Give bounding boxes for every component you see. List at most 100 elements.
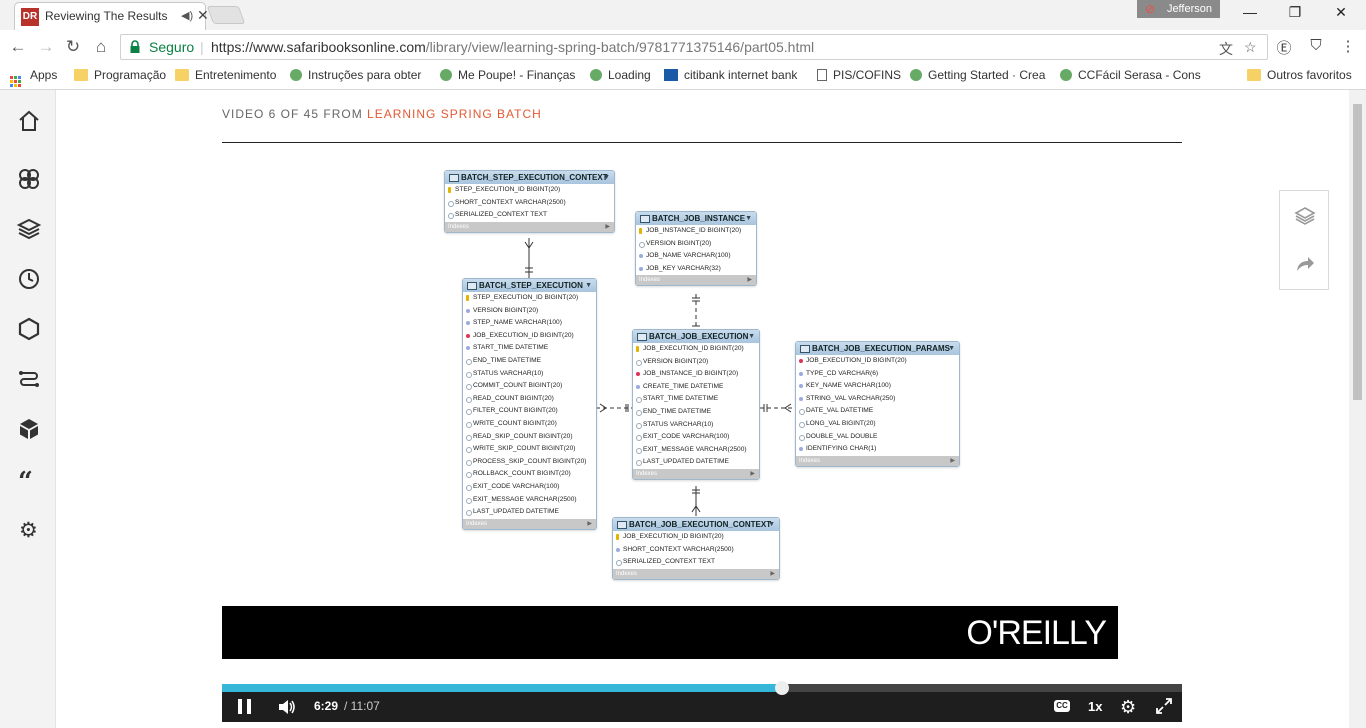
- bookmark-item[interactable]: Entretenimento: [175, 68, 276, 82]
- new-tab-button[interactable]: [206, 6, 246, 24]
- bookmark-item[interactable]: CCFácil Serasa - Cons: [1060, 68, 1201, 82]
- erd-column: START_TIME DATETIME: [463, 342, 596, 355]
- erd-column: KEY_NAME VARCHAR(100): [796, 380, 959, 393]
- progress-knob[interactable]: [775, 681, 789, 695]
- erd-column: VERSION BIGINT(20): [463, 305, 596, 318]
- indexes-row: Indexes: [445, 221, 614, 232]
- bookmark-item[interactable]: Loading: [590, 68, 651, 82]
- settings-nav-icon[interactable]: ⚙: [16, 516, 42, 542]
- current-time: 6:29: [314, 699, 339, 713]
- browser-tab-bar: DR Reviewing The Results ◀) ✕ ⊘ Jefferso…: [0, 0, 1366, 30]
- erd-table: BATCH_STEP_EXECUTION▼STEP_EXECUTION_ID B…: [462, 278, 597, 530]
- back-icon[interactable]: ←: [9, 37, 27, 56]
- pause-icon[interactable]: [238, 699, 252, 714]
- erd-column: LAST_UPDATED DATETIME: [633, 456, 759, 469]
- bookmark-item[interactable]: citibank internet bank: [664, 68, 797, 82]
- bookmark-item[interactable]: Instruções para obter: [290, 68, 421, 82]
- erd-column: STEP_NAME VARCHAR(100): [463, 317, 596, 330]
- table-dropdown-icon: ▼: [748, 333, 755, 340]
- forward-icon[interactable]: →: [37, 37, 55, 56]
- address-bar[interactable]: Seguro | https://www.safaribooksonline.c…: [120, 34, 1268, 60]
- bookmark-label: Outros favoritos: [1267, 68, 1352, 82]
- erd-column: LONG_VAL BIGINT(20): [796, 418, 959, 431]
- folder-icon: [74, 69, 88, 81]
- oreilly-logo: O'REILLY: [966, 614, 1107, 652]
- paths-nav-icon[interactable]: [16, 366, 42, 392]
- layers-nav-icon[interactable]: [16, 216, 42, 242]
- url-text[interactable]: https://www.safaribooksonline.com/librar…: [211, 39, 815, 55]
- home-icon[interactable]: ⌂: [95, 37, 107, 56]
- erd-column: JOB_INSTANCE_ID BIGINT(20): [636, 225, 756, 238]
- site-icon: [1060, 69, 1072, 81]
- share-icon[interactable]: [1294, 253, 1316, 275]
- bookmark-item[interactable]: Me Poupe! - Finanças: [440, 68, 575, 82]
- close-window-button[interactable]: ✕: [1335, 4, 1347, 20]
- progress-bar[interactable]: [222, 681, 1182, 695]
- video-header: VIDEO 6 OF 45 FROM LEARNING SPRING BATCH: [222, 107, 542, 121]
- tab-audio-icon[interactable]: ◀): [181, 10, 194, 22]
- table-dropdown-icon: ▼: [585, 282, 592, 289]
- profile-button[interactable]: ⊘ Jefferson: [1137, 0, 1220, 18]
- erd-column: ROLLBACK_COUNT BIGINT(20): [463, 468, 596, 481]
- erd-column: WRITE_COUNT BIGINT(20): [463, 418, 596, 431]
- erd-column: TYPE_CD VARCHAR(6): [796, 368, 959, 381]
- extension-e-icon[interactable]: Ⓔ: [1276, 40, 1292, 57]
- bookmark-item[interactable]: Programação: [74, 68, 166, 82]
- address-separator: |: [200, 39, 204, 55]
- page-icon: [817, 69, 827, 81]
- erd-column: JOB_KEY VARCHAR(32): [636, 263, 756, 276]
- reload-icon[interactable]: ↻: [65, 37, 81, 56]
- restore-button[interactable]: ❐: [1288, 4, 1302, 20]
- site-icon: [910, 69, 922, 81]
- chrome-menu-icon[interactable]: ⋮: [1340, 38, 1356, 55]
- highlights-nav-icon[interactable]: “: [16, 466, 42, 492]
- bookmark-item[interactable]: PIS/COFINS: [817, 68, 901, 82]
- page-scrollbar[interactable]: [1349, 90, 1366, 728]
- svg-text:⚙: ⚙: [19, 518, 38, 542]
- citi-icon: [664, 69, 678, 81]
- bookmark-label: Loading: [608, 68, 651, 82]
- erd-column: FILTER_COUNT BIGINT(20): [463, 405, 596, 418]
- profile-name: Jefferson: [1166, 3, 1212, 15]
- bookmark-label: Instruções para obter: [308, 68, 422, 82]
- left-navigation: “ ⚙: [0, 90, 56, 728]
- tab-close-icon[interactable]: ✕: [197, 7, 209, 23]
- volume-icon[interactable]: [278, 699, 296, 715]
- fullscreen-icon[interactable]: [1156, 698, 1172, 714]
- bookmark-star-icon[interactable]: ☆: [1244, 39, 1257, 55]
- progress-fill: [222, 684, 782, 692]
- topics-nav-icon[interactable]: [16, 166, 42, 192]
- scrollbar-thumb[interactable]: [1353, 104, 1362, 400]
- table-dropdown-icon: ▼: [948, 345, 955, 352]
- indexes-row: Indexes: [613, 568, 779, 579]
- erd-column: STEP_EXECUTION_ID BIGINT(20): [445, 184, 614, 197]
- history-nav-icon[interactable]: [16, 266, 42, 292]
- playlists-nav-icon[interactable]: [16, 416, 42, 442]
- browser-tab[interactable]: DR Reviewing The Results ◀) ✕: [14, 2, 209, 30]
- erd-column: CREATE_TIME DATETIME: [633, 381, 759, 394]
- erd-column: READ_COUNT BIGINT(20): [463, 393, 596, 406]
- bookmark-label: Apps: [30, 68, 58, 82]
- closed-captions-icon[interactable]: CC: [1054, 700, 1070, 712]
- settings-icon[interactable]: ⚙: [1120, 697, 1137, 717]
- layers-icon[interactable]: [1294, 205, 1316, 227]
- erd-column: END_TIME DATETIME: [463, 355, 596, 368]
- bookmark-item[interactable]: Outros favoritos: [1247, 68, 1352, 82]
- minimize-button[interactable]: —: [1243, 4, 1257, 20]
- course-link[interactable]: LEARNING SPRING BATCH: [367, 107, 542, 121]
- home-nav-icon[interactable]: [16, 108, 42, 134]
- extension-bag-icon[interactable]: ⛉: [1310, 37, 1322, 54]
- playback-speed[interactable]: 1x: [1088, 699, 1103, 714]
- erd-column: DATE_VAL DATETIME: [796, 405, 959, 418]
- bookmark-item[interactable]: Apps: [10, 68, 57, 87]
- translate-icon[interactable]: 文: [1219, 41, 1233, 57]
- erd-column: JOB_EXECUTION_ID BIGINT(20): [463, 330, 596, 343]
- erd-table-title: BATCH_JOB_EXECUTION_CONTEXT▼: [613, 518, 779, 531]
- erd-column: LAST_UPDATED DATETIME: [463, 506, 596, 519]
- video-frame[interactable]: O'REILLY: [222, 606, 1118, 659]
- site-icon: [440, 69, 452, 81]
- bookmark-label: Getting Started · Crea: [928, 68, 1046, 82]
- hexagon-nav-icon[interactable]: [16, 316, 42, 342]
- erd-column: JOB_NAME VARCHAR(100): [636, 250, 756, 263]
- bookmark-item[interactable]: Getting Started · Crea: [910, 68, 1045, 82]
